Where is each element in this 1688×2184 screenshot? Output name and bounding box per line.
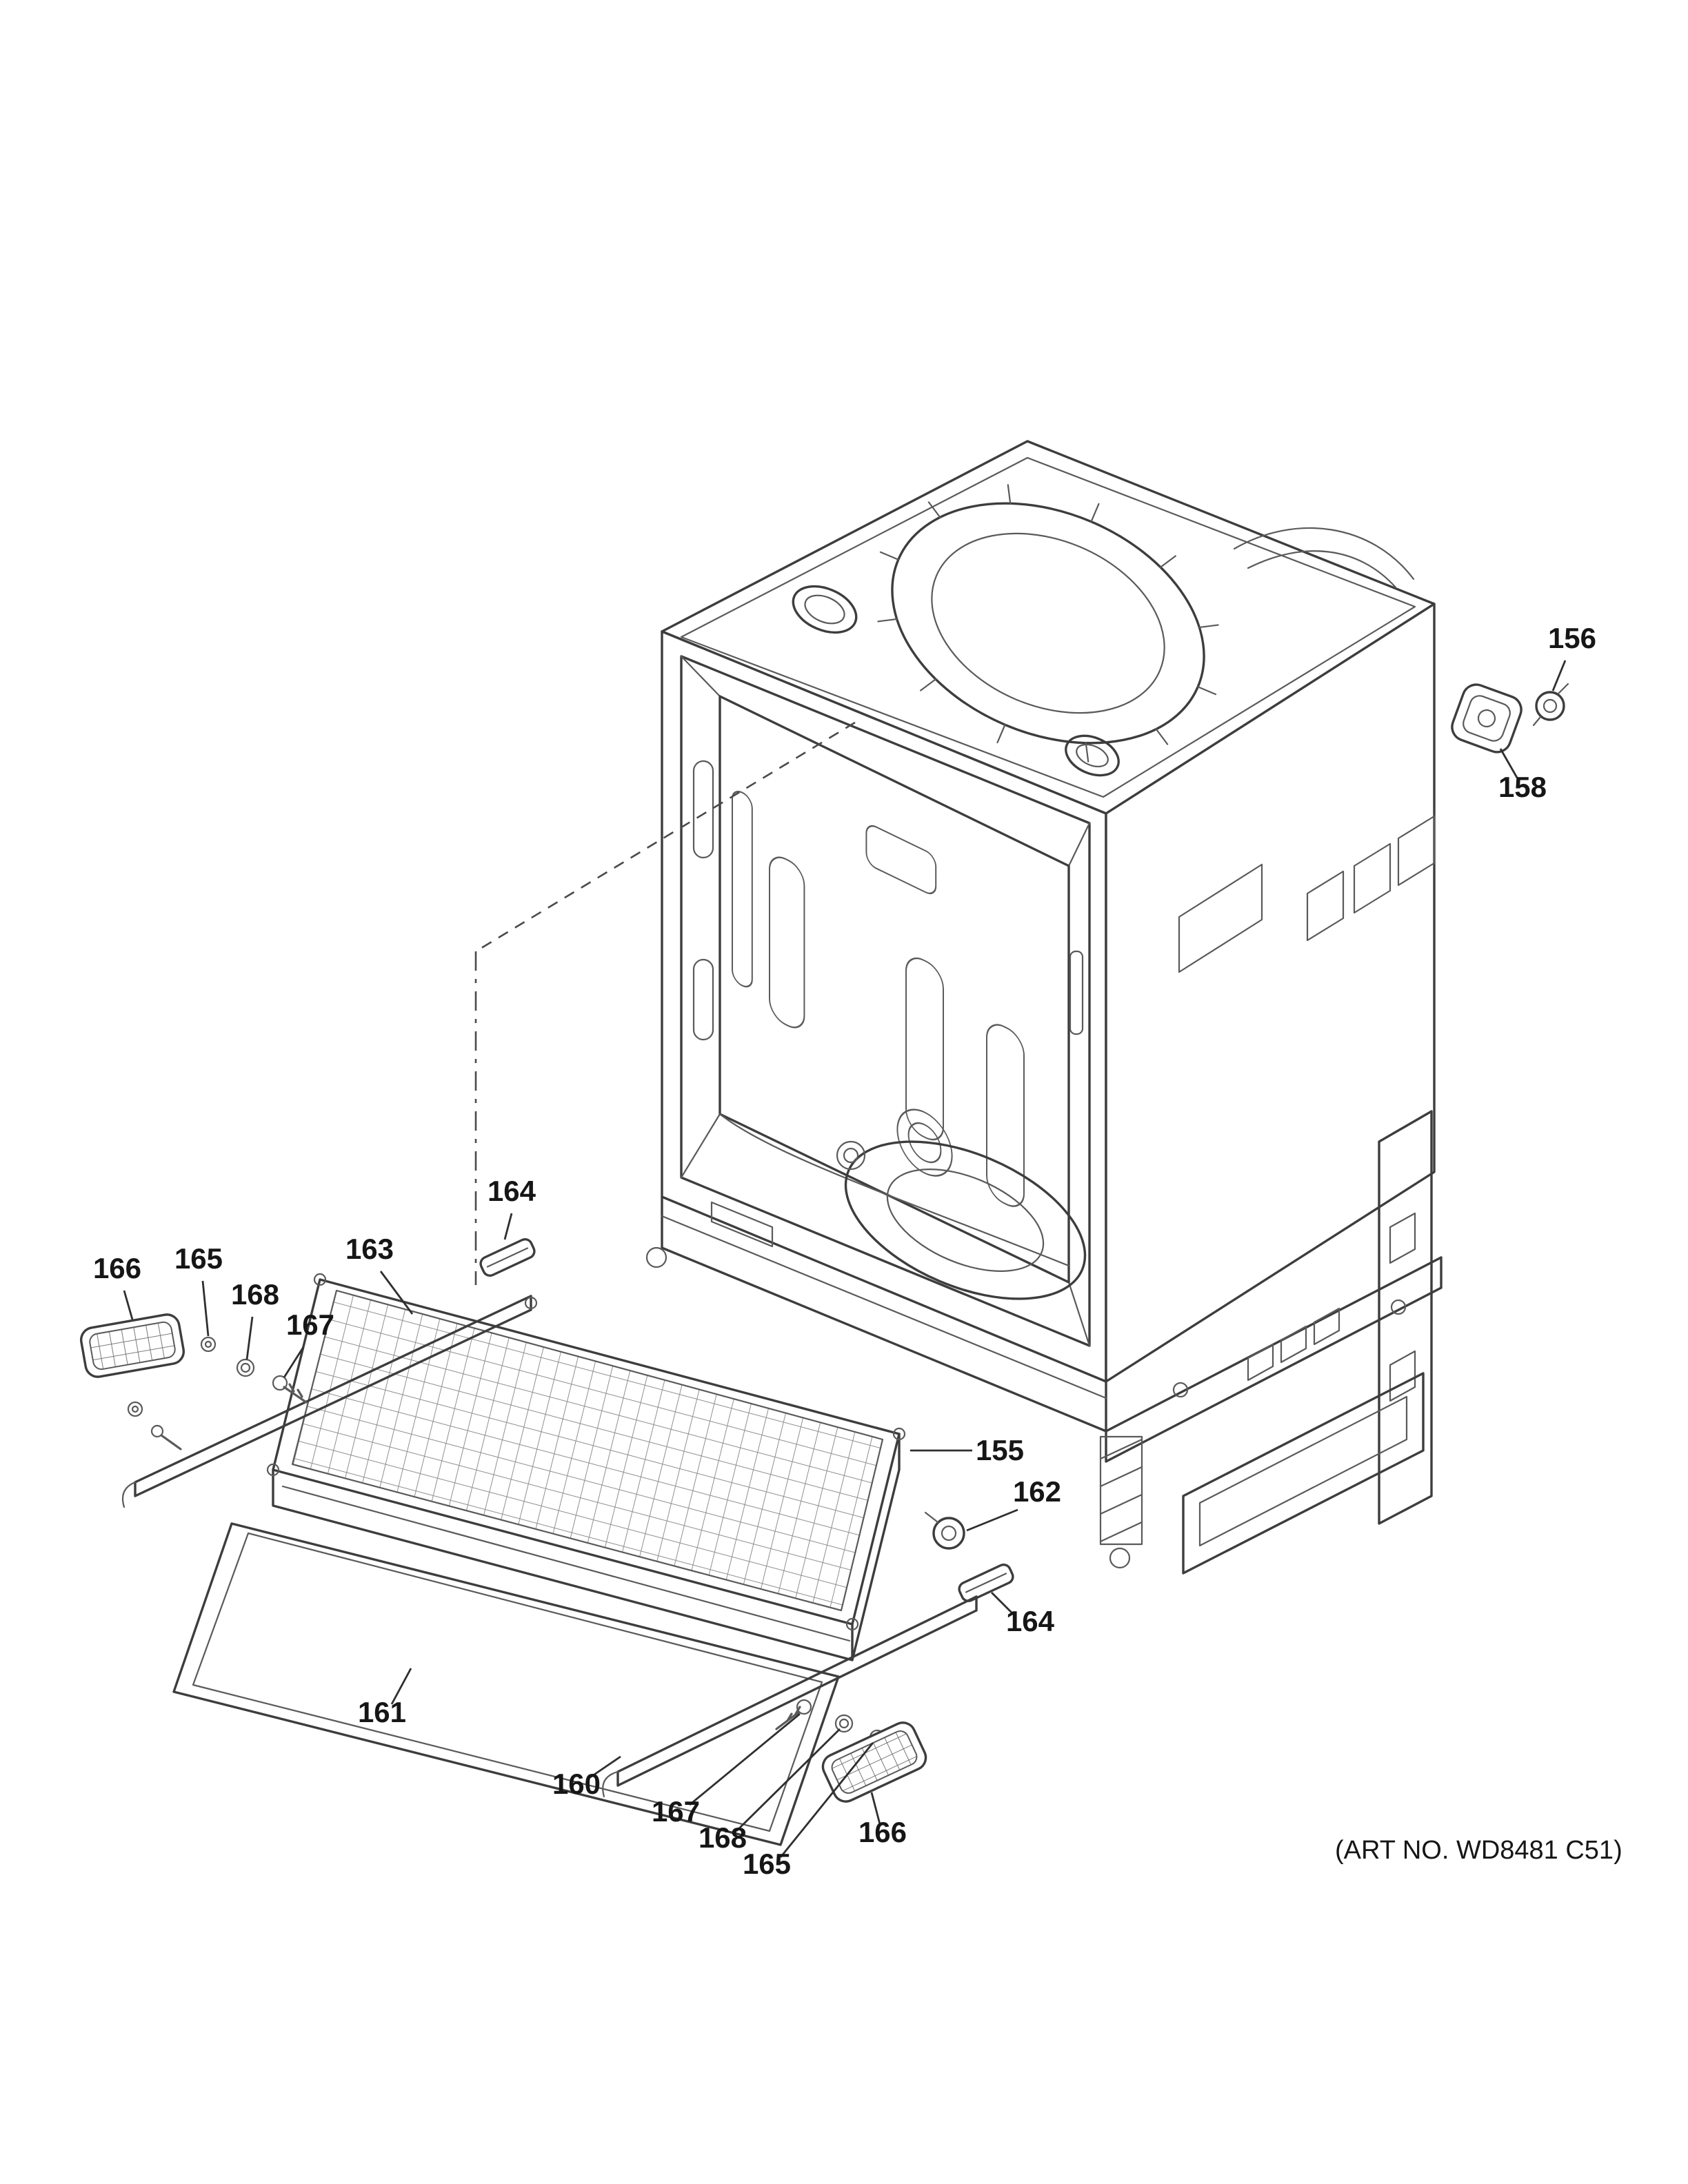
callout-leader-line bbox=[379, 1271, 414, 1315]
part-callout-label: 156 bbox=[1548, 622, 1596, 654]
bracket-part-158 bbox=[1451, 683, 1523, 754]
rail-clip-right bbox=[958, 1563, 1014, 1603]
callout-leader-line bbox=[245, 1316, 254, 1360]
clamp-part-156 bbox=[1532, 682, 1569, 727]
callout-leader-line bbox=[689, 1712, 801, 1806]
tub-right-side-panel bbox=[1105, 603, 1436, 1383]
part-callout-label: 155 bbox=[976, 1434, 1024, 1466]
part-callout-label: 164 bbox=[1006, 1605, 1055, 1637]
left-rail-hardware bbox=[127, 1336, 308, 1450]
tub-top-corner-hump bbox=[1233, 527, 1415, 589]
part-callout-label: 165 bbox=[743, 1848, 791, 1880]
callout-leader-line bbox=[870, 1792, 881, 1825]
part-callout-label: 167 bbox=[652, 1795, 700, 1828]
clamp-and-bracket-parts bbox=[1451, 682, 1569, 754]
rack-roller bbox=[924, 1511, 965, 1550]
callout-leader-line bbox=[1499, 748, 1518, 778]
callout-leader-line bbox=[779, 1742, 874, 1858]
part-callout-label: 164 bbox=[488, 1175, 536, 1207]
tub-interior-floor bbox=[710, 1113, 1087, 1300]
rail-end-cap-left bbox=[79, 1313, 185, 1378]
rail-clip-top bbox=[479, 1237, 536, 1277]
tub-top-small-ovals bbox=[792, 585, 1120, 825]
callout-leader-line bbox=[736, 1728, 841, 1832]
callout-leader-line bbox=[1551, 660, 1567, 691]
part-callout-label: 168 bbox=[231, 1278, 279, 1311]
interior-side-slots bbox=[692, 760, 1084, 1041]
callout-leader-line bbox=[390, 1668, 412, 1705]
art-number: (ART NO. WD8481 C51) bbox=[1335, 1836, 1622, 1865]
callout-leader-line bbox=[991, 1592, 1016, 1617]
tub-top-vent-ring bbox=[877, 484, 1219, 762]
alignment-guides bbox=[474, 721, 856, 1285]
callout-leader-line bbox=[590, 1755, 621, 1779]
tub-interior-tunnel-edges bbox=[680, 655, 1091, 1347]
dish-rack bbox=[266, 1273, 906, 1661]
left-slide-rail bbox=[121, 1295, 538, 1508]
back-wall-embossed-panels bbox=[732, 791, 1025, 1207]
callout-leader-line bbox=[503, 1213, 513, 1240]
part-callout-label: 167 bbox=[286, 1308, 334, 1341]
part-callout-label: 158 bbox=[1498, 771, 1547, 803]
part-callout-label: 166 bbox=[93, 1252, 141, 1284]
callout-leader-line bbox=[966, 1508, 1018, 1532]
part-callout-label: 166 bbox=[858, 1816, 907, 1848]
part-callout-label: 163 bbox=[345, 1233, 394, 1265]
callout-leader-line bbox=[123, 1290, 134, 1320]
tub-base-frame bbox=[645, 1110, 1443, 1575]
part-callout-label: 160 bbox=[552, 1768, 601, 1800]
tub-body-drawing bbox=[645, 440, 1443, 1575]
tub-interior-back-wall bbox=[719, 695, 1070, 1284]
part-callout-label: 161 bbox=[358, 1696, 406, 1728]
part-callout-label: 165 bbox=[174, 1242, 223, 1275]
part-callout-label: 162 bbox=[1013, 1475, 1061, 1508]
vent-ring-ticks bbox=[877, 484, 1219, 762]
callout-leader-line bbox=[201, 1280, 210, 1337]
lower-slide-rail bbox=[602, 1595, 978, 1798]
callout-leader-line bbox=[283, 1346, 305, 1378]
rack-assembly-drawing bbox=[79, 1237, 1014, 1846]
side-panel-vent-slots bbox=[1178, 815, 1436, 973]
part-callout-label: 168 bbox=[699, 1821, 747, 1854]
wire-frame bbox=[172, 1522, 840, 1846]
rail-end-cap-bottom bbox=[821, 1721, 927, 1803]
